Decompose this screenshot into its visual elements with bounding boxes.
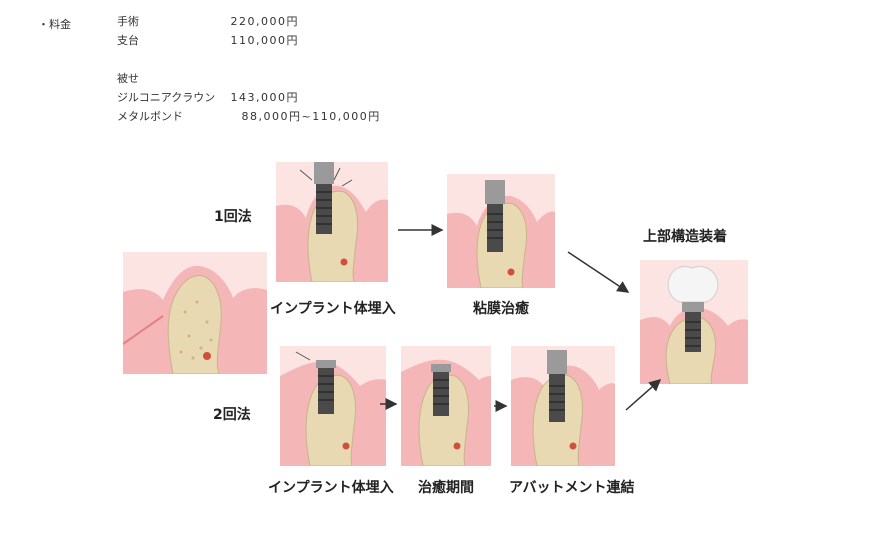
m2-step-2-label: 治癒期間 — [418, 480, 474, 496]
initial-jaw-illustration — [123, 252, 267, 374]
final-stage-label: 上部構造装着 — [643, 229, 727, 245]
item-price: 88,000円~110,000円 — [241, 110, 381, 123]
item-price: 110,000円 — [230, 34, 299, 47]
m1-mucosa-healing-illustration — [447, 174, 555, 288]
price-row-surgery: 手術 220,000円 — [117, 14, 299, 30]
flow-arrows — [380, 224, 662, 412]
arrow-m2-to-final — [625, 379, 662, 411]
item-price: 220,000円 — [230, 15, 299, 28]
method-2-label: 2回法 — [213, 407, 251, 423]
m1-step-2-label: 粘膜治癒 — [473, 301, 529, 317]
final-crown-illustration — [640, 260, 748, 384]
item-name: 支台 — [117, 34, 139, 47]
price-row-crown-heading: 被せ — [117, 71, 231, 87]
item-name: 手術 — [117, 15, 139, 28]
implant-procedure-diagram: 1回法 2回法 上部構造装着 インプラント体埋入 粘膜治癒 インプラント体埋入 … — [0, 150, 890, 537]
m2-healing-period-illustration — [401, 346, 491, 466]
m1-step-1-label: インプラント体埋入 — [270, 301, 396, 317]
m2-abutment-connection-illustration — [511, 346, 615, 466]
price-list-heading: ・料金 — [38, 18, 71, 31]
item-name: メタルボンド — [117, 110, 183, 123]
price-list: ・料金 手術 220,000円 支台 110,000円 被せ ジルコニアクラウン… — [0, 0, 890, 140]
price-row-metal-bond: メタルボンド 88,000円~110,000円 — [117, 109, 381, 125]
method-1-label: 1回法 — [214, 209, 252, 225]
item-price: 143,000円 — [230, 91, 299, 104]
m2-implant-placement-illustration — [280, 346, 386, 466]
item-name: ジルコニアクラウン — [117, 91, 216, 104]
m2-step-3-label: アバットメント連結 — [509, 480, 635, 496]
m1-implant-placement-illustration — [276, 162, 388, 282]
price-row-zirconia: ジルコニアクラウン 143,000円 — [117, 90, 299, 106]
arrow-m1-to-final — [567, 251, 630, 293]
price-row-abutment: 支台 110,000円 — [117, 33, 299, 49]
item-name: 被せ — [117, 72, 139, 85]
m2-step-1-label: インプラント体埋入 — [268, 480, 394, 496]
